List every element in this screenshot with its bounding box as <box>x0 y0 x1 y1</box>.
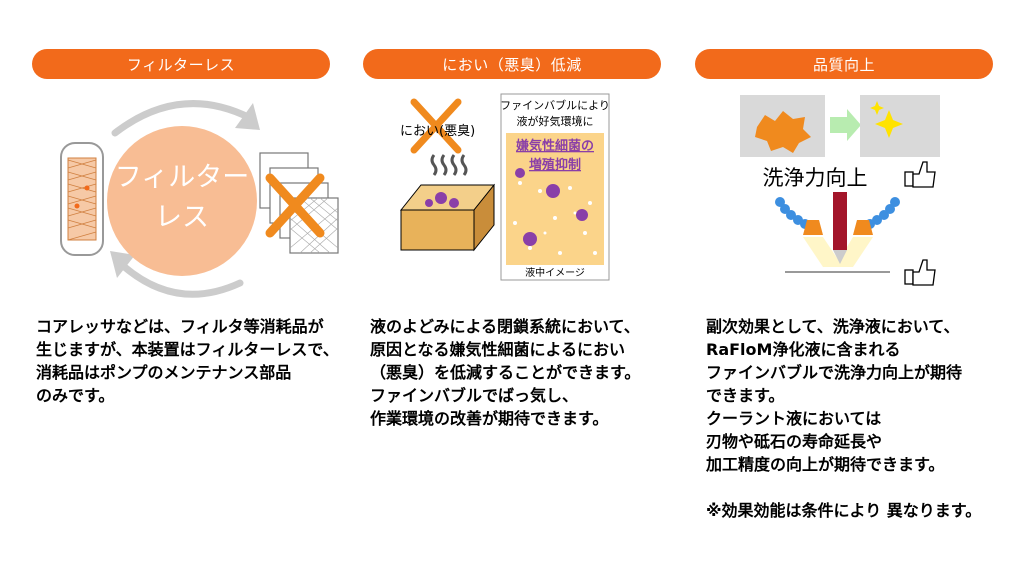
bacteria-icon <box>515 168 588 246</box>
recycle-arrows-icon <box>111 100 254 298</box>
bacteria-text-2: 増殖抑制 <box>529 157 581 173</box>
liquid-image-panel: ファインバブルにより 液が好気環境に 嫌気性細菌の 増殖抑制 液中イメージ <box>500 93 610 281</box>
body-odor-reduction: 液のよどみによる閉鎖系統において、 原因となる嫌気性細菌によるにおい （悪臭）を… <box>370 317 641 428</box>
body-filterless: コアレッサなどは、フィルタ等消耗品が 生じますが、本装置はフィルターレスで、 消… <box>36 317 339 405</box>
sparkle-icon <box>870 101 903 138</box>
thumbs-up-icon <box>904 161 936 188</box>
heading-filterless: フィルターレス <box>32 49 330 79</box>
fine-bubble-text-1: ファインバブルにより <box>500 98 610 112</box>
filterless-illustration: フィルター レス <box>60 100 339 298</box>
right-arrow-icon <box>830 109 861 141</box>
tool <box>833 192 847 250</box>
odor-wave-icon <box>430 154 468 176</box>
filterless-circle <box>107 126 257 276</box>
cleaning-label: 洗浄力向上 <box>763 166 868 190</box>
smell-label: におい(悪臭) <box>400 124 475 139</box>
fine-bubble-text-2: 液が好気環境に <box>517 114 594 128</box>
filter-cartridge-icon <box>60 142 104 256</box>
circle-text-2: レス <box>155 202 209 233</box>
cross-mark-icon <box>265 173 325 238</box>
odor-illustration: におい(悪臭) <box>399 98 496 252</box>
circle-text-1: フィルター <box>115 162 249 193</box>
body-quality-improvement: 副次効果として、洗浄液において、 RaFloM浄化液に含まれる ファインバブルで… <box>706 317 982 520</box>
dirt-blob <box>755 111 811 153</box>
thumbs-up-icon <box>904 259 936 286</box>
bacteria-text-1: 嫌気性細菌の <box>515 138 594 154</box>
nozzle-icon <box>775 197 900 235</box>
cross-mark-icon <box>410 98 462 154</box>
heading-quality-improvement: 品質向上 <box>695 49 993 79</box>
heading-odor-reduction: におい（悪臭）低減 <box>363 49 661 79</box>
liquid-caption: 液中イメージ <box>525 266 585 279</box>
quality-illustration: 洗浄力向上 <box>740 95 940 286</box>
bacteria-icon <box>425 192 459 208</box>
